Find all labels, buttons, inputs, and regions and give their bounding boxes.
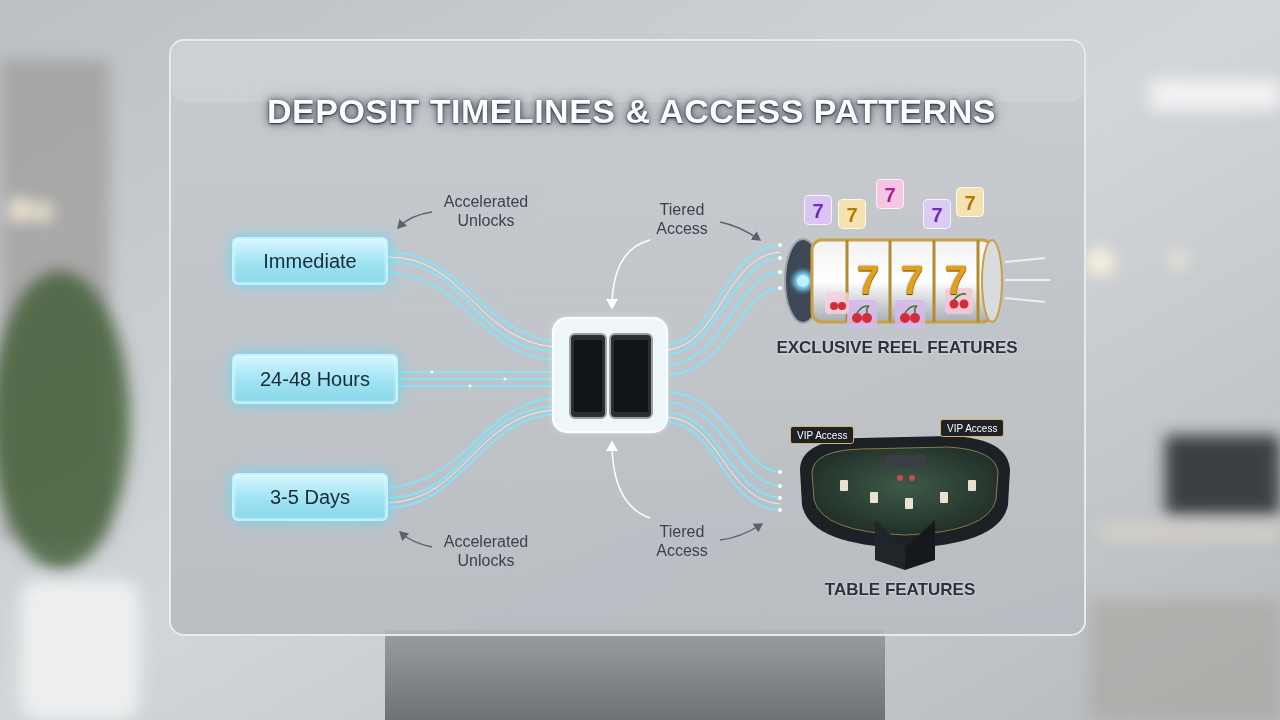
reel-symbol: 7 (901, 258, 923, 303)
vip-badge: VIP Access (940, 419, 1004, 437)
slot-icon: 7 (838, 199, 866, 229)
slot-icon: 7 (804, 195, 832, 225)
annotation: Tiered Access (642, 522, 722, 560)
annotation: Tiered Access (642, 200, 722, 238)
slot-icon: 7 (876, 179, 904, 209)
card-table (800, 436, 1010, 570)
annotation: Accelerated Unlocks (430, 532, 542, 570)
badge-label: VIP Access (947, 423, 997, 434)
diagram-title: DEPOSIT TIMELINES & ACCESS PATTERNS (267, 92, 996, 131)
feature-label: EXCLUSIVE REEL FEATURES (776, 338, 1017, 358)
vip-badge: VIP Access (790, 426, 854, 444)
timeline-box: 3-5 Days (232, 473, 388, 521)
timeline-label: 24-48 Hours (260, 368, 370, 391)
timeline-label: 3-5 Days (270, 486, 350, 509)
badge-label: VIP Access (797, 430, 847, 441)
slot-icon: 7 (923, 199, 951, 229)
timeline-label: Immediate (263, 250, 356, 273)
timeline-box: Immediate (232, 237, 388, 285)
annotation: Accelerated Unlocks (430, 192, 542, 230)
slot-icon: 7 (956, 187, 984, 217)
reel-symbol: 7 (857, 258, 879, 303)
reel-symbol: 7 (945, 258, 967, 303)
feature-label: TABLE FEATURES (825, 580, 975, 600)
timeline-box: 24-48 Hours (232, 354, 398, 404)
slot-machine (785, 239, 1050, 328)
